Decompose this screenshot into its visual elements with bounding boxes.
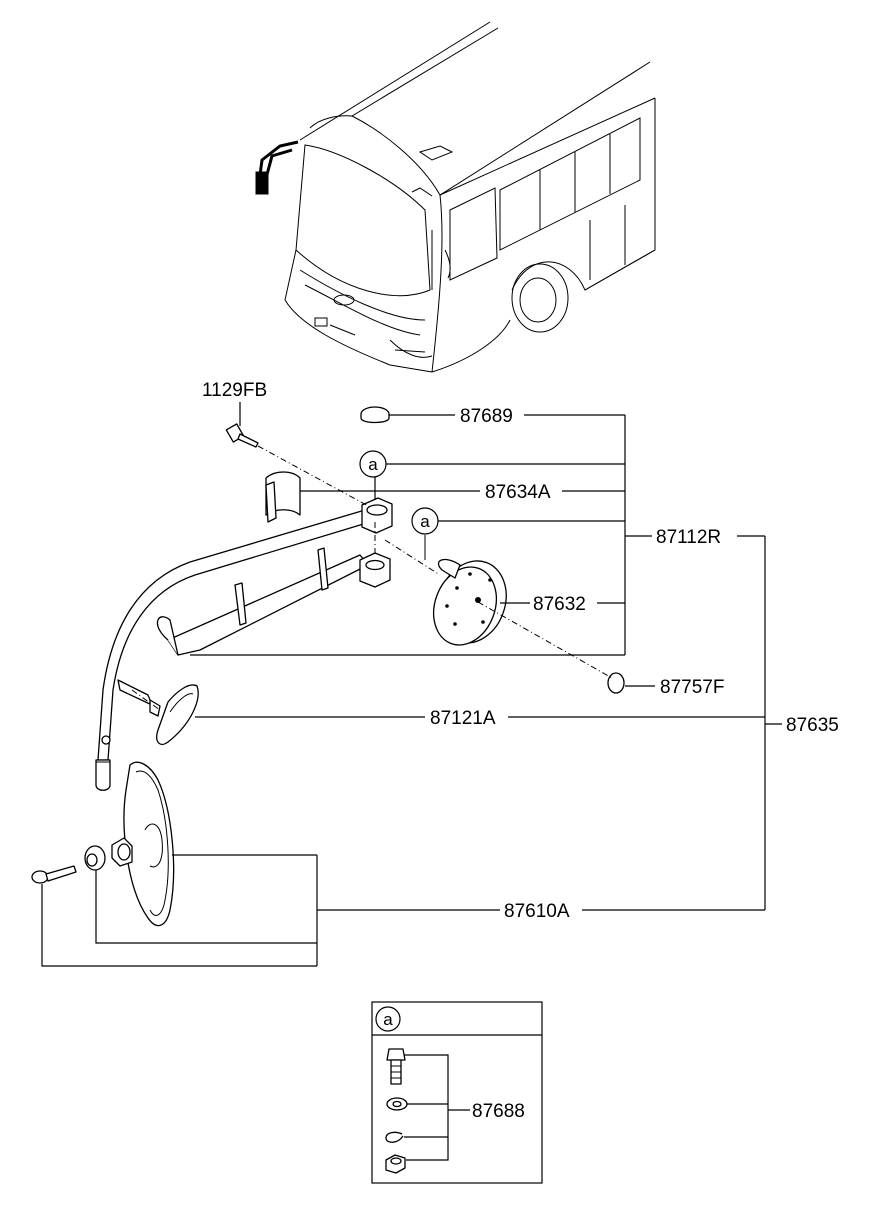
- leader-lines: [41, 402, 782, 967]
- label-87688: 87688: [472, 1101, 525, 1122]
- ring-87757f: [607, 672, 625, 694]
- mirror-screw: [31, 865, 77, 884]
- label-87112r: 87112R: [656, 527, 721, 548]
- small-side-mirror: [149, 684, 199, 745]
- svg-text:a: a: [420, 512, 430, 531]
- label-87689: 87689: [460, 406, 513, 427]
- svg-text:a: a: [368, 455, 378, 474]
- label-87632: 87632: [533, 594, 586, 615]
- svg-text:a: a: [383, 1010, 393, 1029]
- label-87634a: 87634A: [485, 482, 551, 503]
- spring-washer-icon: [385, 1131, 404, 1143]
- assembly-lines: [131, 445, 613, 711]
- label-87635: 87635: [786, 715, 839, 736]
- label-1129fb: 1129FB: [202, 380, 267, 401]
- label-87121a: 87121A: [430, 708, 496, 729]
- bus-illustration: [255, 21, 656, 373]
- main-mirror: [111, 761, 175, 927]
- bolt-icon: [386, 1048, 406, 1085]
- cap-part: [360, 406, 390, 424]
- callout-a-upper: a: [359, 450, 387, 500]
- label-87610a: 87610A: [504, 901, 570, 922]
- label-87757f: 87757F: [660, 677, 724, 698]
- callout-a-lower: a: [411, 507, 439, 535]
- nut-icon: [385, 1154, 406, 1174]
- screw-1129fb: [225, 423, 259, 448]
- cover-part: [265, 471, 301, 523]
- mirror-arm-assembly: [95, 497, 393, 791]
- mounting-plate: [433, 558, 507, 646]
- mirror-washer: [84, 845, 106, 871]
- detail-box-a: a 87688: [371, 1001, 543, 1184]
- part-labels: 1129FB 87689 87634A 87112R 87632 87757F …: [202, 380, 839, 922]
